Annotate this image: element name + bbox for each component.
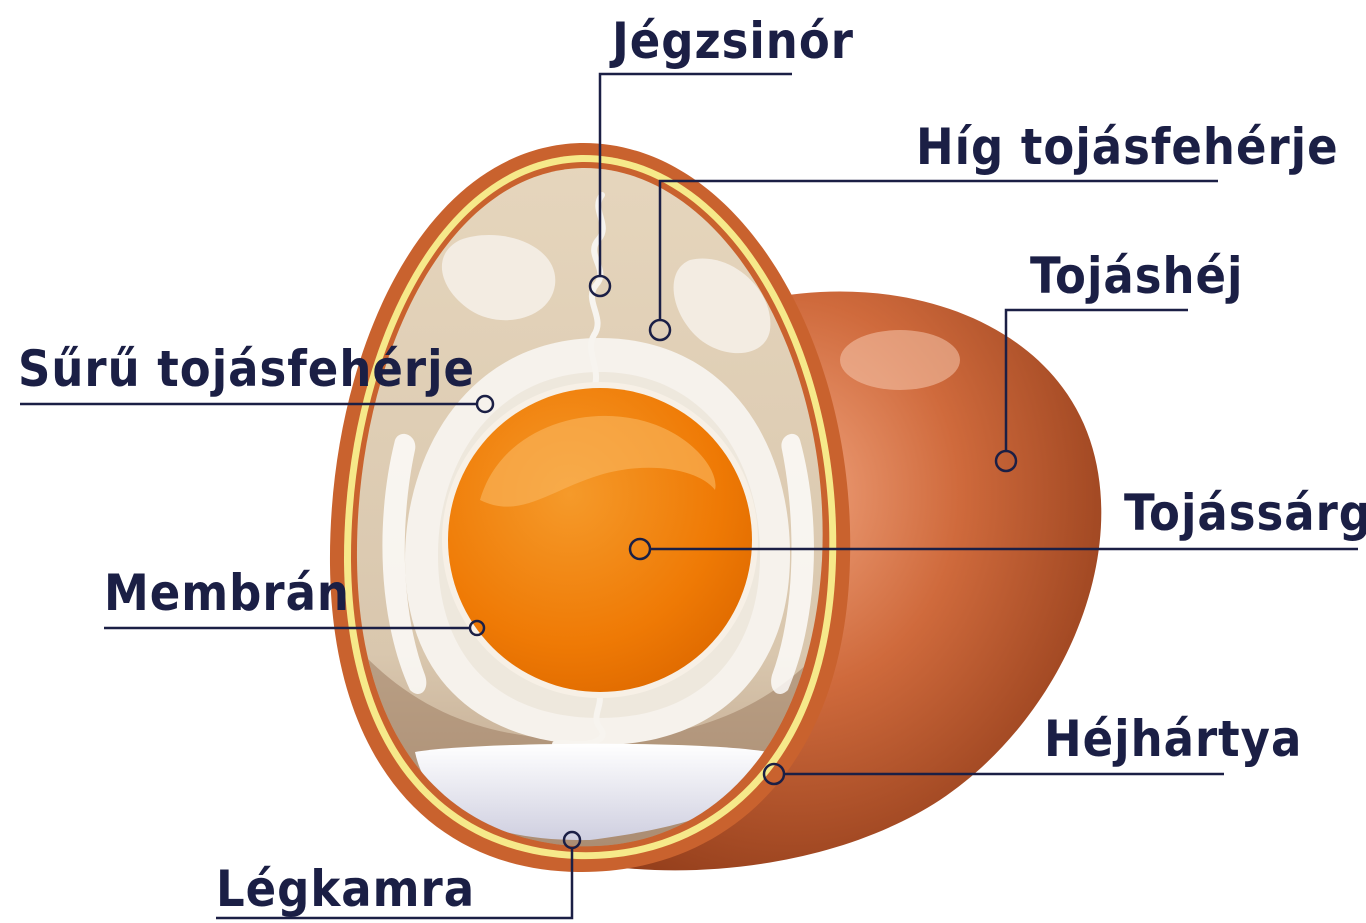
membrane-label: Membrán (104, 564, 350, 622)
thick-albumen-label: Sűrű tojásfehérje (18, 340, 475, 398)
air-cell-label: Légkamra (216, 860, 475, 918)
yolk-label: Tojássárgája (1124, 484, 1366, 542)
shell-membrane-label: Héjhártya (1044, 710, 1302, 768)
shell-highlight (840, 330, 960, 390)
thin-albumen-label: Híg tojásfehérje (916, 118, 1339, 176)
shell-label: Tojáshéj (1030, 247, 1243, 305)
chalaza-label: Jégzsinór (609, 12, 854, 70)
